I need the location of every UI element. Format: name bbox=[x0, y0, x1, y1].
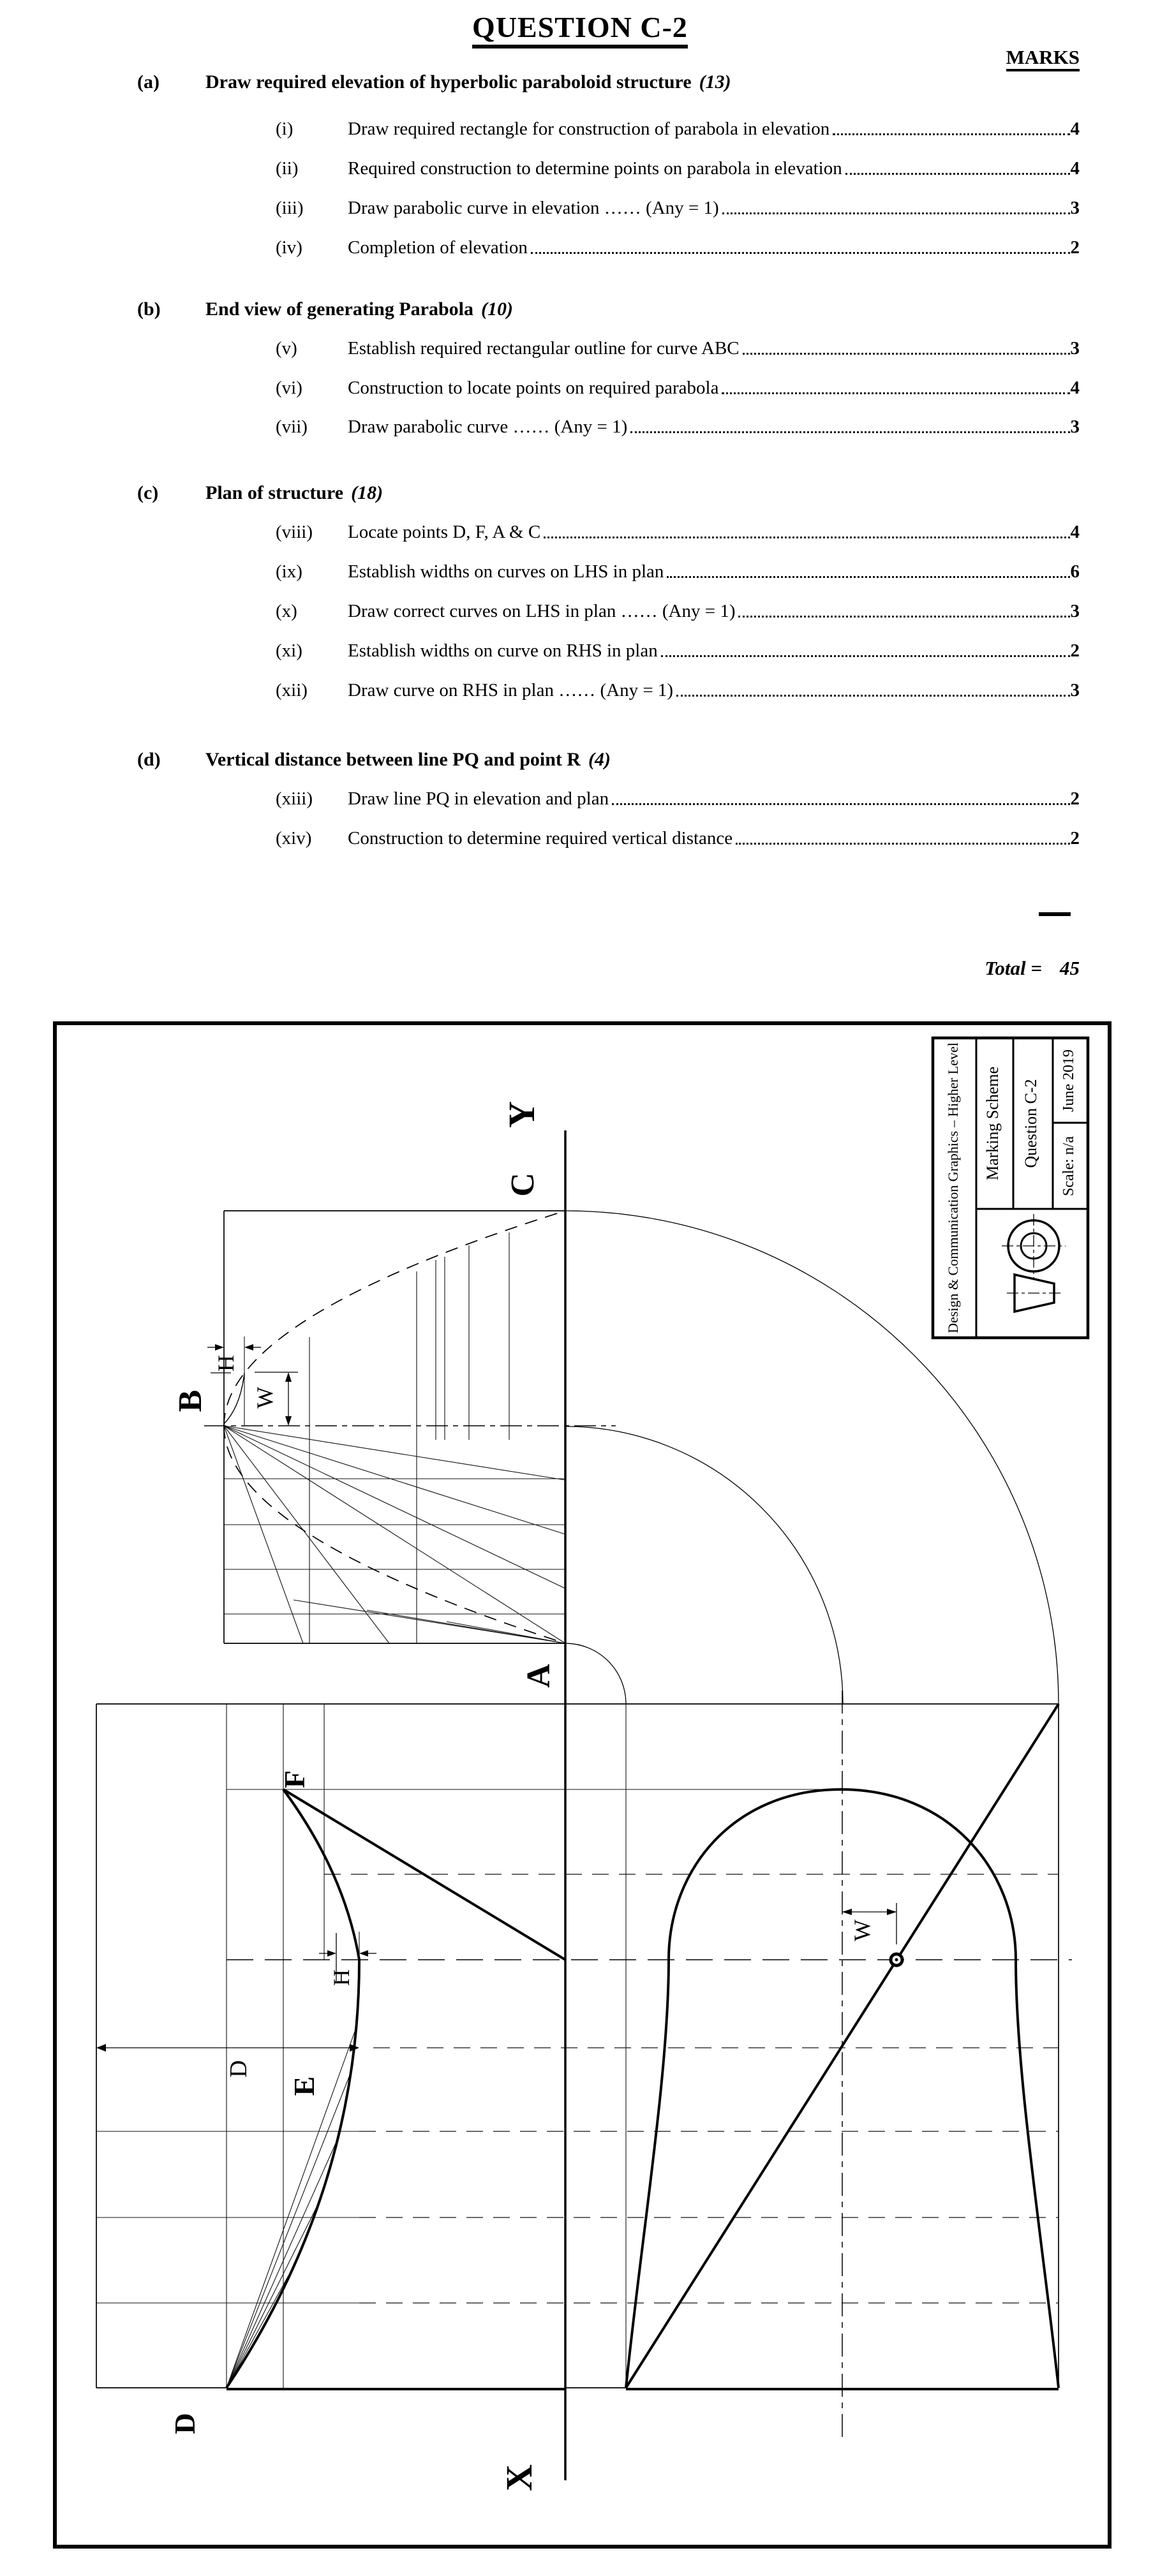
dim-label-h: H bbox=[213, 1355, 239, 1372]
label-c: C bbox=[505, 1173, 541, 1197]
total-rule bbox=[1039, 912, 1071, 916]
elevation-dim-w bbox=[255, 1372, 298, 1426]
drawing-labels: Y C B A X F E D bbox=[168, 1101, 557, 2491]
dotted-leader bbox=[660, 655, 1070, 657]
dim-label-d: D bbox=[225, 2060, 252, 2077]
mark-item: (viii) Locate points D, F, A & C 4 bbox=[276, 522, 1080, 542]
mark-item: (x) Draw correct curves on LHS in plan …… bbox=[276, 601, 1080, 621]
dotted-leader bbox=[738, 616, 1070, 618]
mark-item: (xi) Establish widths on curve on RHS in… bbox=[276, 640, 1080, 661]
dotted-leader bbox=[833, 133, 1070, 135]
point-r bbox=[889, 1952, 904, 1967]
plan-view: H D W bbox=[96, 1691, 1072, 2438]
mark-item: (vi) Construction to locate points on re… bbox=[276, 378, 1080, 398]
mark-item: (v) Establish required rectangular outli… bbox=[276, 338, 1080, 359]
projection-arcs bbox=[565, 1210, 1059, 1705]
total-label: Total = bbox=[985, 957, 1042, 979]
section-weight: (13) bbox=[699, 71, 731, 93]
mark-item: (xiii) Draw line PQ in elevation and pla… bbox=[276, 788, 1080, 809]
plan-lhs-curve-lower bbox=[225, 1959, 361, 2389]
total-value: 45 bbox=[1060, 957, 1080, 979]
plan-rectangle bbox=[96, 1703, 1059, 2388]
titleblock-scale: Scale: n/a bbox=[1060, 1136, 1077, 1196]
mark-item: (iii) Draw parabolic curve in elevation … bbox=[276, 198, 1080, 218]
label-f: F bbox=[278, 1770, 311, 1788]
mark-item: (xii) Draw curve on RHS in plan …… (Any … bbox=[276, 680, 1080, 700]
elevation-view: H W bbox=[204, 1210, 616, 1644]
mark-item: (i) Draw required rectangle for construc… bbox=[276, 119, 1080, 139]
dotted-leader bbox=[845, 173, 1070, 175]
line-pq-left bbox=[282, 1788, 567, 1961]
elevation-construction-grid bbox=[224, 1232, 565, 1643]
projection-symbol-icon bbox=[1002, 1214, 1066, 1314]
elevation-rectangle bbox=[223, 1210, 565, 1644]
plan-dim-d bbox=[96, 2044, 359, 2052]
elevation-dim-h bbox=[207, 1344, 261, 1373]
titleblock-question: Question C-2 bbox=[1022, 1079, 1040, 1167]
label-e: E bbox=[288, 2076, 320, 2096]
mark-item: (ii) Required construction to determine … bbox=[276, 158, 1080, 179]
plan-ray-fan bbox=[226, 2027, 357, 2388]
label-y: Y bbox=[501, 1101, 542, 1128]
label-a: A bbox=[521, 1664, 557, 1688]
plan-dim-h bbox=[319, 1933, 376, 1981]
dim-label-h-plan: H bbox=[329, 1969, 354, 1986]
dotted-leader bbox=[742, 353, 1070, 355]
section-title: Draw required elevation of hyperbolic pa… bbox=[205, 71, 692, 93]
section-id: (a) bbox=[137, 71, 160, 93]
dotted-leader bbox=[667, 576, 1070, 578]
section-c-heading: (c) Plan of structure (18) bbox=[137, 482, 383, 503]
title-block: Design & Communication Graphics – Higher… bbox=[931, 1036, 1090, 1340]
plan-dashed-levels bbox=[324, 1874, 1059, 2304]
section-a-heading: (a) Draw required elevation of hyperboli… bbox=[137, 71, 1043, 93]
dotted-leader bbox=[676, 695, 1070, 697]
plan-dim-w bbox=[842, 1903, 897, 1944]
line-pq-right bbox=[625, 1703, 1060, 2389]
elevation-ray-fan bbox=[223, 1425, 566, 1644]
dotted-leader bbox=[630, 431, 1070, 433]
dim-label-w: W bbox=[252, 1387, 278, 1409]
dotted-leader bbox=[722, 212, 1070, 214]
dotted-leader bbox=[722, 392, 1070, 394]
label-d: D bbox=[168, 2413, 201, 2434]
elevation-parabola bbox=[223, 1210, 566, 1644]
section-b-heading: (b) End view of generating Parabola (10) bbox=[137, 299, 513, 320]
vertex-curve-segment bbox=[223, 1372, 245, 1425]
titleblock-course: Design & Communication Graphics – Higher… bbox=[945, 1042, 961, 1333]
plan-rhs-bell-curve bbox=[625, 1788, 1060, 2388]
label-b: B bbox=[172, 1390, 209, 1412]
dotted-leader bbox=[612, 803, 1070, 805]
label-x: X bbox=[498, 2464, 540, 2491]
sheet-border bbox=[53, 1021, 1112, 2549]
titleblock-doctype: Marking Scheme bbox=[983, 1067, 1002, 1180]
plan-lhs-curve-upper bbox=[282, 1788, 361, 1960]
dotted-leader bbox=[544, 537, 1070, 538]
dotted-leader bbox=[736, 843, 1070, 845]
marks-column-heading: MARKS bbox=[0, 46, 1080, 71]
mark-item: (iv) Completion of elevation 2 bbox=[276, 237, 1080, 258]
dim-label-w-plan: W bbox=[849, 1920, 875, 1941]
total-row: Total = 45 bbox=[0, 957, 1080, 980]
plan-construction-grid bbox=[96, 1704, 841, 2388]
dotted-leader bbox=[530, 252, 1070, 254]
plan-structure-outline bbox=[225, 1703, 1060, 2390]
mark-item: (xiv) Construction to determine required… bbox=[276, 828, 1080, 848]
mark-item: (ix) Establish widths on curves on LHS i… bbox=[276, 561, 1080, 582]
section-d-heading: (d) Vertical distance between line PQ an… bbox=[137, 749, 611, 770]
mark-item: (vii) Draw parabolic curve …… (Any = 1) … bbox=[276, 417, 1080, 437]
titleblock-date: June 2019 bbox=[1060, 1049, 1077, 1112]
page-title: QUESTION C-2 bbox=[0, 10, 1160, 48]
